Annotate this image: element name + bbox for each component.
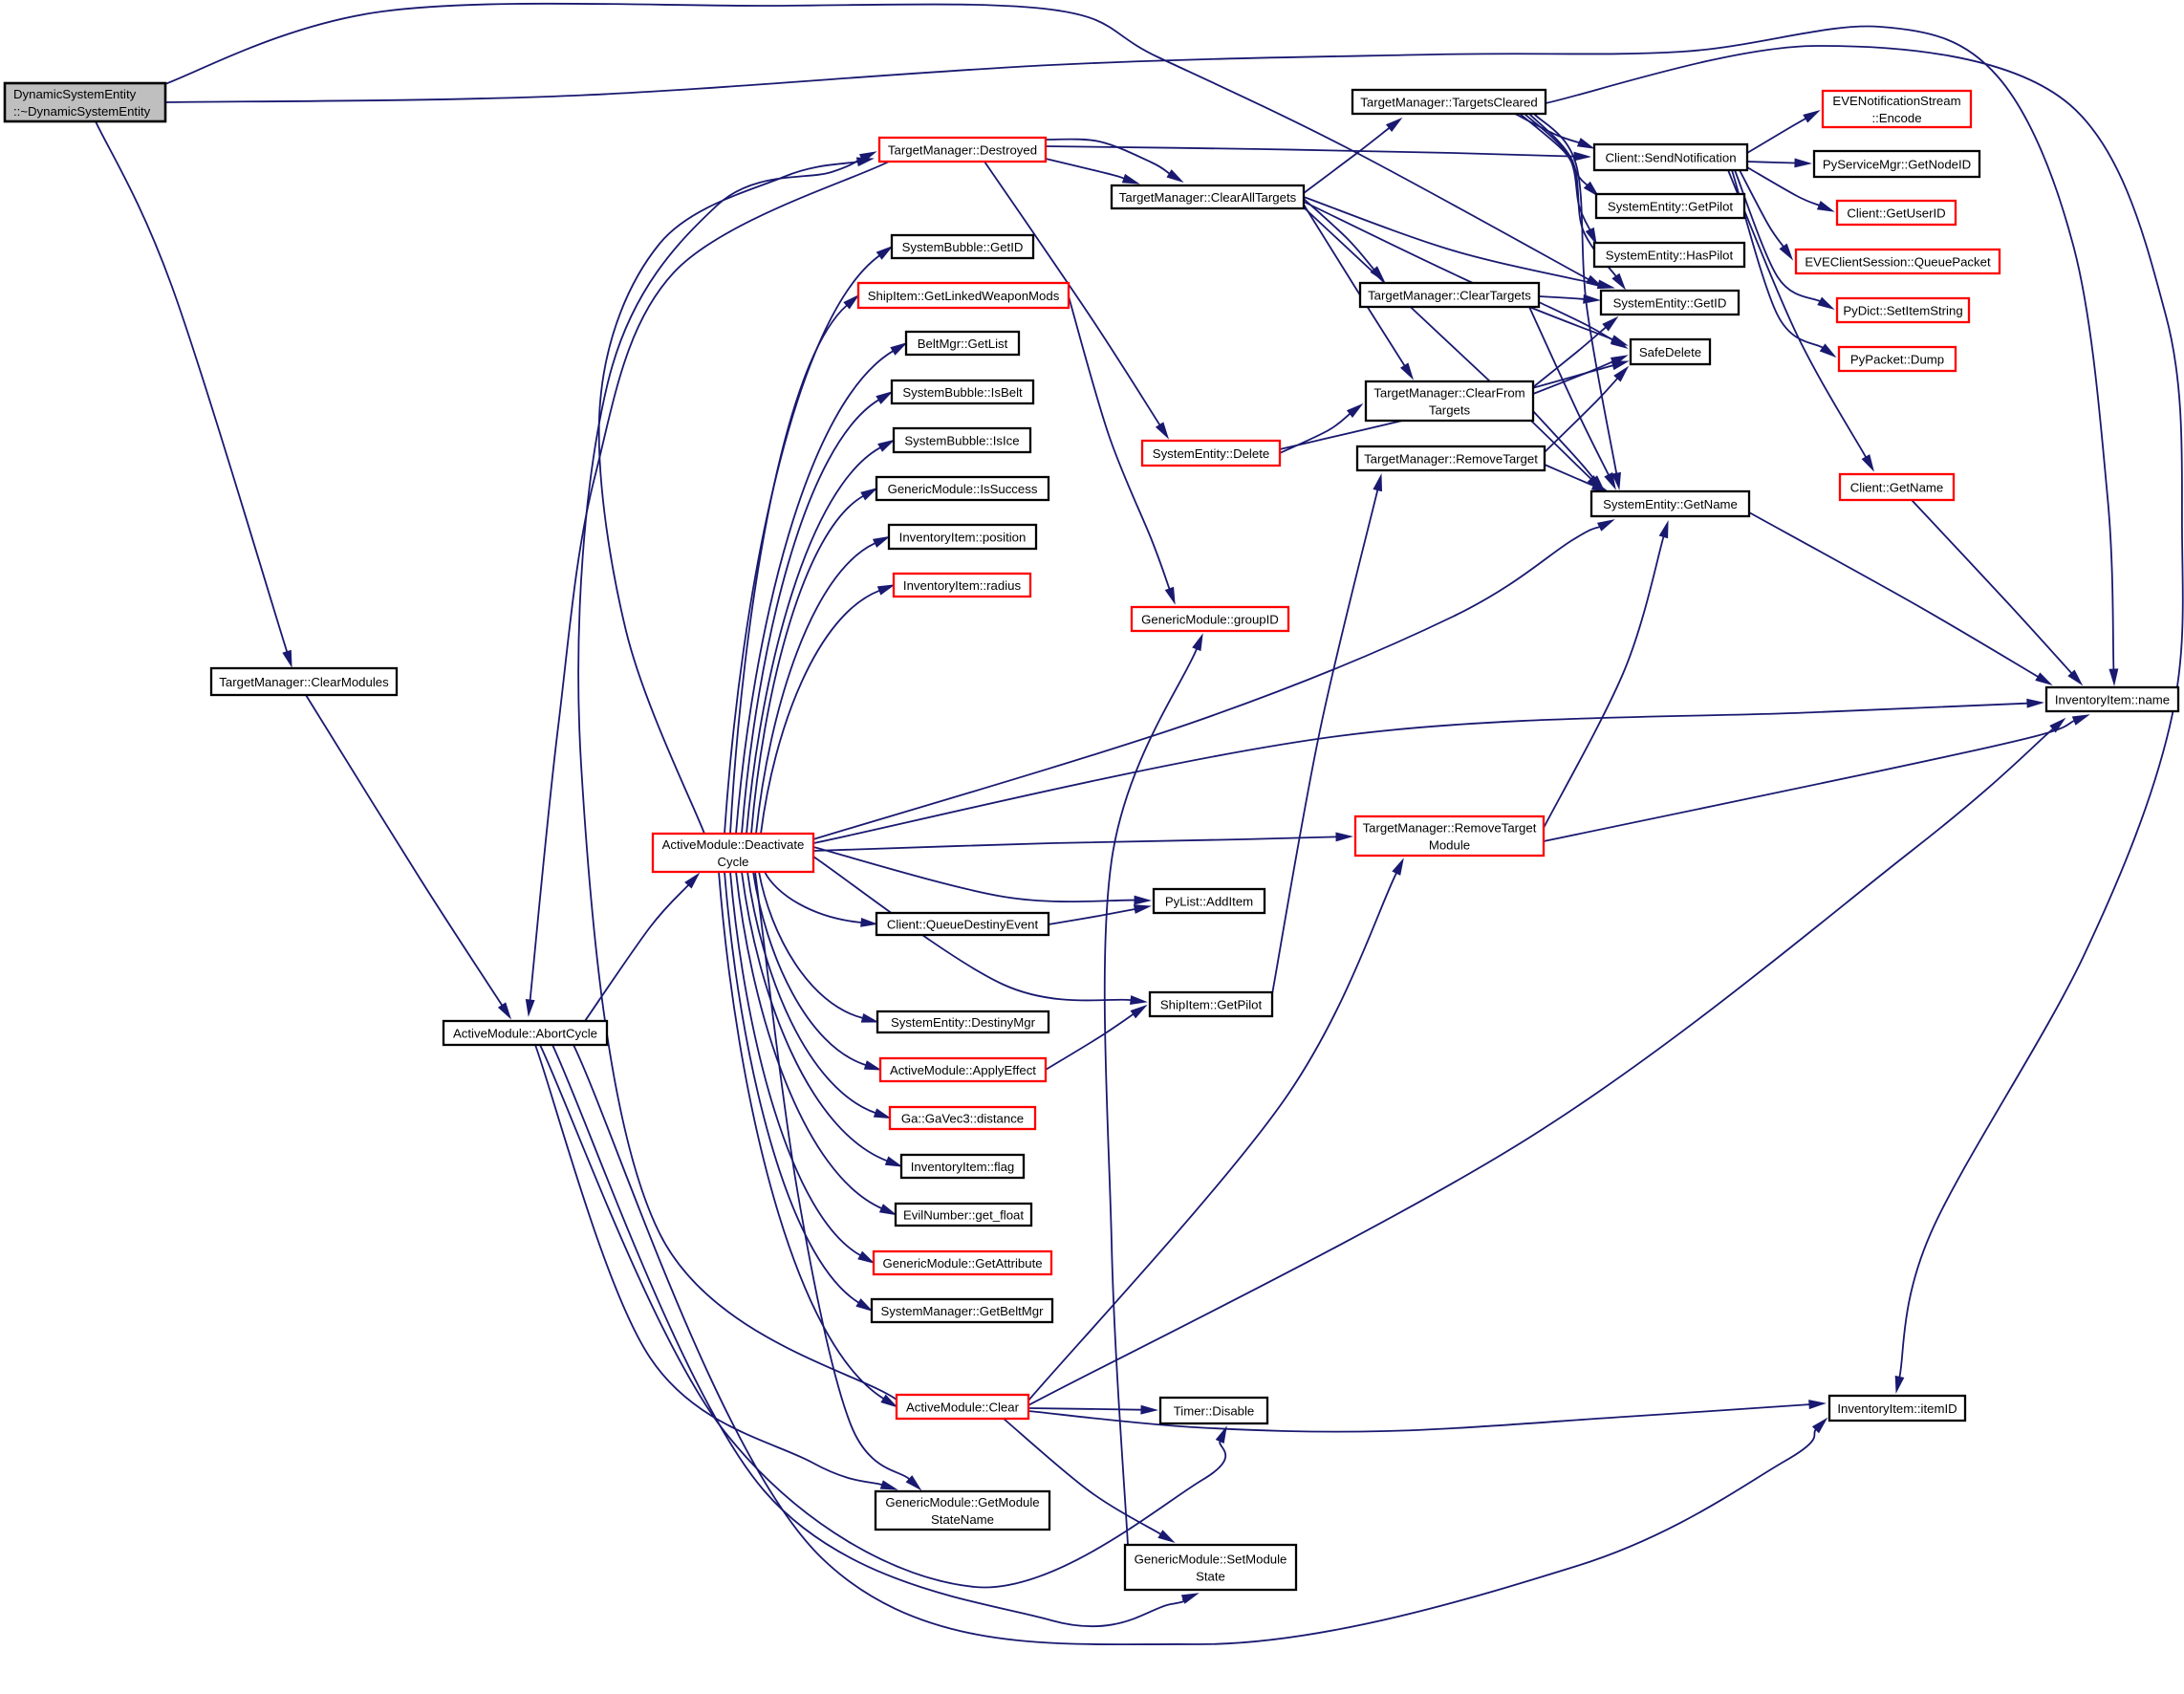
svg-text:SystemBubble::GetID: SystemBubble::GetID xyxy=(902,240,1024,254)
svg-text:PyDict::SetItemString: PyDict::SetItemString xyxy=(1843,303,1962,317)
svg-text:TargetManager::TargetsCleared: TargetManager::TargetsCleared xyxy=(1360,95,1537,109)
svg-text:SystemManager::GetBeltMgr: SystemManager::GetBeltMgr xyxy=(880,1304,1044,1318)
svg-text:ActiveModule::Clear: ActiveModule::Clear xyxy=(906,1400,1020,1414)
svg-text:Client::GetUserID: Client::GetUserID xyxy=(1847,206,1945,220)
svg-text:SafeDelete: SafeDelete xyxy=(1639,345,1701,359)
svg-text:EVEClientSession::QueuePacket: EVEClientSession::QueuePacket xyxy=(1805,254,1991,269)
svg-text:SystemBubble::IsIce: SystemBubble::IsIce xyxy=(904,433,1019,447)
svg-text:SystemEntity::Delete: SystemEntity::Delete xyxy=(1153,446,1269,461)
svg-text:TargetManager::ClearTargets: TargetManager::ClearTargets xyxy=(1368,288,1531,302)
svg-text:Client::GetName: Client::GetName xyxy=(1850,480,1943,494)
svg-text:InventoryItem::itemID: InventoryItem::itemID xyxy=(1837,1401,1957,1416)
svg-text:::Encode: ::Encode xyxy=(1871,111,1921,125)
svg-text:ActiveModule::Deactivate: ActiveModule::Deactivate xyxy=(662,837,805,852)
svg-text:Client::SendNotification: Client::SendNotification xyxy=(1605,150,1736,164)
svg-text:SystemBubble::IsBelt: SystemBubble::IsBelt xyxy=(902,385,1023,400)
svg-text:PyList::AddItem: PyList::AddItem xyxy=(1165,894,1253,908)
svg-text:Module: Module xyxy=(1429,837,1470,852)
svg-text:TargetManager::Destroyed: TargetManager::Destroyed xyxy=(888,142,1037,157)
svg-text:EVENotificationStream: EVENotificationStream xyxy=(1832,94,1960,108)
svg-text:ActiveModule::ApplyEffect: ActiveModule::ApplyEffect xyxy=(890,1063,1036,1077)
svg-text:GenericModule::IsSuccess: GenericModule::IsSuccess xyxy=(888,482,1038,496)
svg-text:InventoryItem::radius: InventoryItem::radius xyxy=(903,578,1022,593)
svg-text:SystemEntity::GetPilot: SystemEntity::GetPilot xyxy=(1608,199,1734,213)
svg-text:State: State xyxy=(1196,1569,1225,1583)
svg-text:InventoryItem::position: InventoryItem::position xyxy=(899,530,1027,544)
svg-text:TargetManager::ClearFrom: TargetManager::ClearFrom xyxy=(1373,385,1524,400)
svg-text:PyPacket::Dump: PyPacket::Dump xyxy=(1850,352,1944,366)
svg-text:Ga::GaVec3::distance: Ga::GaVec3::distance xyxy=(901,1111,1024,1125)
svg-text:GenericModule::groupID: GenericModule::groupID xyxy=(1141,612,1279,626)
svg-text:EvilNumber::get_float: EvilNumber::get_float xyxy=(903,1207,1024,1222)
svg-text:SystemEntity::GetName: SystemEntity::GetName xyxy=(1603,497,1738,511)
svg-text:Targets: Targets xyxy=(1429,402,1471,417)
svg-text:GenericModule::GetModule: GenericModule::GetModule xyxy=(885,1495,1039,1509)
svg-text:ActiveModule::AbortCycle: ActiveModule::AbortCycle xyxy=(453,1026,597,1040)
svg-text:TargetManager::ClearModules: TargetManager::ClearModules xyxy=(219,675,389,689)
svg-text:ShipItem::GetPilot: ShipItem::GetPilot xyxy=(1160,997,1263,1011)
svg-text:TargetManager::RemoveTarget: TargetManager::RemoveTarget xyxy=(1363,820,1537,835)
svg-text:SystemEntity::GetID: SystemEntity::GetID xyxy=(1613,295,1727,310)
svg-text:PyServiceMgr::GetNodeID: PyServiceMgr::GetNodeID xyxy=(1823,157,1971,171)
svg-text:InventoryItem::flag: InventoryItem::flag xyxy=(911,1160,1014,1174)
svg-text:InventoryItem::name: InventoryItem::name xyxy=(2055,692,2170,706)
svg-text:StateName: StateName xyxy=(931,1512,994,1527)
svg-text:ShipItem::GetLinkedWeaponMods: ShipItem::GetLinkedWeaponMods xyxy=(868,289,1060,303)
svg-text:SystemEntity::HasPilot: SystemEntity::HasPilot xyxy=(1606,248,1734,262)
svg-text:TargetManager::RemoveTarget: TargetManager::RemoveTarget xyxy=(1364,451,1538,466)
svg-text:GenericModule::SetModule: GenericModule::SetModule xyxy=(1135,1552,1287,1566)
svg-text:TargetManager::ClearAllTargets: TargetManager::ClearAllTargets xyxy=(1119,190,1297,205)
svg-text:Timer::Disable: Timer::Disable xyxy=(1174,1403,1255,1418)
svg-text:GenericModule::GetAttribute: GenericModule::GetAttribute xyxy=(882,1256,1042,1270)
svg-text:BeltMgr::GetList: BeltMgr::GetList xyxy=(918,337,1008,351)
svg-text:Client::QueueDestinyEvent: Client::QueueDestinyEvent xyxy=(887,917,1039,931)
svg-text:::~DynamicSystemEntity: ::~DynamicSystemEntity xyxy=(13,104,151,119)
svg-text:DynamicSystemEntity: DynamicSystemEntity xyxy=(13,87,137,101)
svg-text:SystemEntity::DestinyMgr: SystemEntity::DestinyMgr xyxy=(891,1015,1036,1030)
svg-text:Cycle: Cycle xyxy=(718,855,749,869)
